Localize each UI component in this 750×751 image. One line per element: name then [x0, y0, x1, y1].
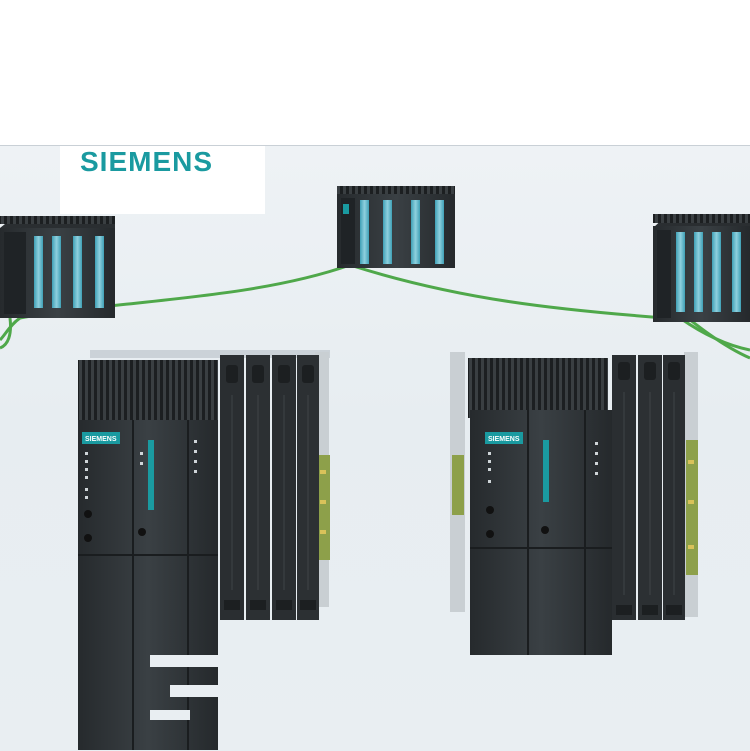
small-plc-rack-right: [653, 214, 750, 322]
cable-right-tail: [679, 316, 750, 352]
large-plc-left: SIEMENS: [78, 350, 330, 750]
small-plc-rack-center: [337, 186, 455, 268]
cable-left-tail: [0, 317, 12, 350]
top-blank-area: [0, 0, 750, 145]
cable-left-out: [0, 316, 21, 342]
siemens-logo-panel: SIEMENS: [60, 146, 265, 214]
small-plc-rack-left: [0, 216, 115, 318]
module-badge-left: SIEMENS: [85, 436, 117, 443]
cable-center-to-right: [349, 263, 666, 320]
large-plc-right: SIEMENS: [450, 352, 698, 655]
module-badge-right: SIEMENS: [488, 436, 520, 443]
siemens-logo-text: SIEMENS: [80, 146, 214, 177]
